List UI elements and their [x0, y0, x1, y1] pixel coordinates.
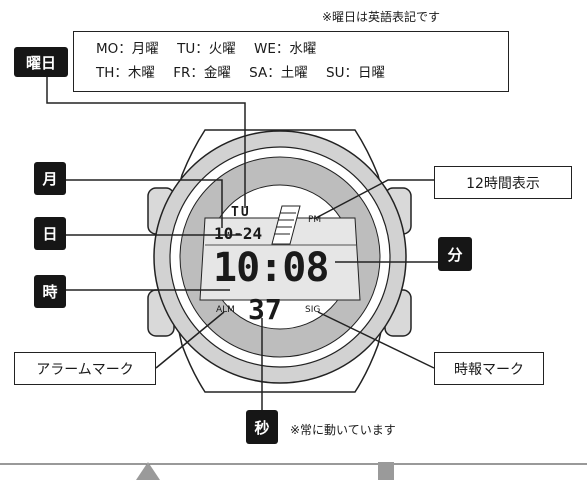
seconds-always-moving-note: ※常に動いています: [290, 423, 396, 437]
leader-12hr: [313, 179, 434, 220]
label-day: 日: [34, 217, 66, 250]
lcd-window: [199, 217, 361, 301]
weekday-th: TH：木曜: [96, 65, 155, 81]
label-month: 月: [34, 162, 66, 195]
label-second: 秒: [246, 410, 278, 444]
leader-weekday: [46, 66, 246, 208]
leader-chime: [317, 311, 435, 369]
weekday-table-row-1: MO：月曜 TU：火曜 WE：水曜: [96, 37, 508, 61]
weekday-tu: TU：火曜: [177, 41, 236, 57]
lcd-sig: SIG: [305, 305, 321, 315]
label-minute: 分: [438, 237, 472, 271]
weekday-fr: FR：金曜: [173, 65, 231, 81]
weekday-table-row-2: TH：木曜 FR：金曜 SA：土曜 SU：日曜: [96, 61, 508, 85]
label-weekday: 曜日: [14, 47, 68, 77]
lcd-pm: PM: [308, 215, 322, 225]
weekday-english-note: ※曜日は英語表記です: [322, 10, 441, 24]
lcd-time: 10:08: [213, 245, 329, 291]
label-hour: 時: [34, 275, 66, 308]
lcd-seconds: 37: [248, 293, 282, 326]
square-marker: [378, 462, 394, 480]
leader-alarm: [155, 311, 225, 369]
weekday-sa: SA：土曜: [249, 65, 308, 81]
leader-month: [66, 179, 223, 228]
weekday-table: MO：月曜 TU：火曜 WE：水曜 TH：木曜 FR：金曜 SA：土曜 SU：日…: [73, 31, 509, 92]
weekday-mo: MO：月曜: [96, 41, 159, 57]
label-chime-mark: 時報マーク: [434, 352, 544, 385]
weekday-we: WE：水曜: [254, 41, 317, 57]
lcd-weekday: TU: [231, 205, 251, 220]
weekday-su: SU：日曜: [326, 65, 385, 81]
label-12-hour-display: 12時間表示: [434, 166, 572, 199]
triangle-marker: [136, 462, 160, 480]
label-alarm-mark: アラームマーク: [14, 352, 156, 385]
lcd-date: 10-24: [214, 224, 263, 243]
lcd-alm: ALM: [216, 305, 235, 315]
